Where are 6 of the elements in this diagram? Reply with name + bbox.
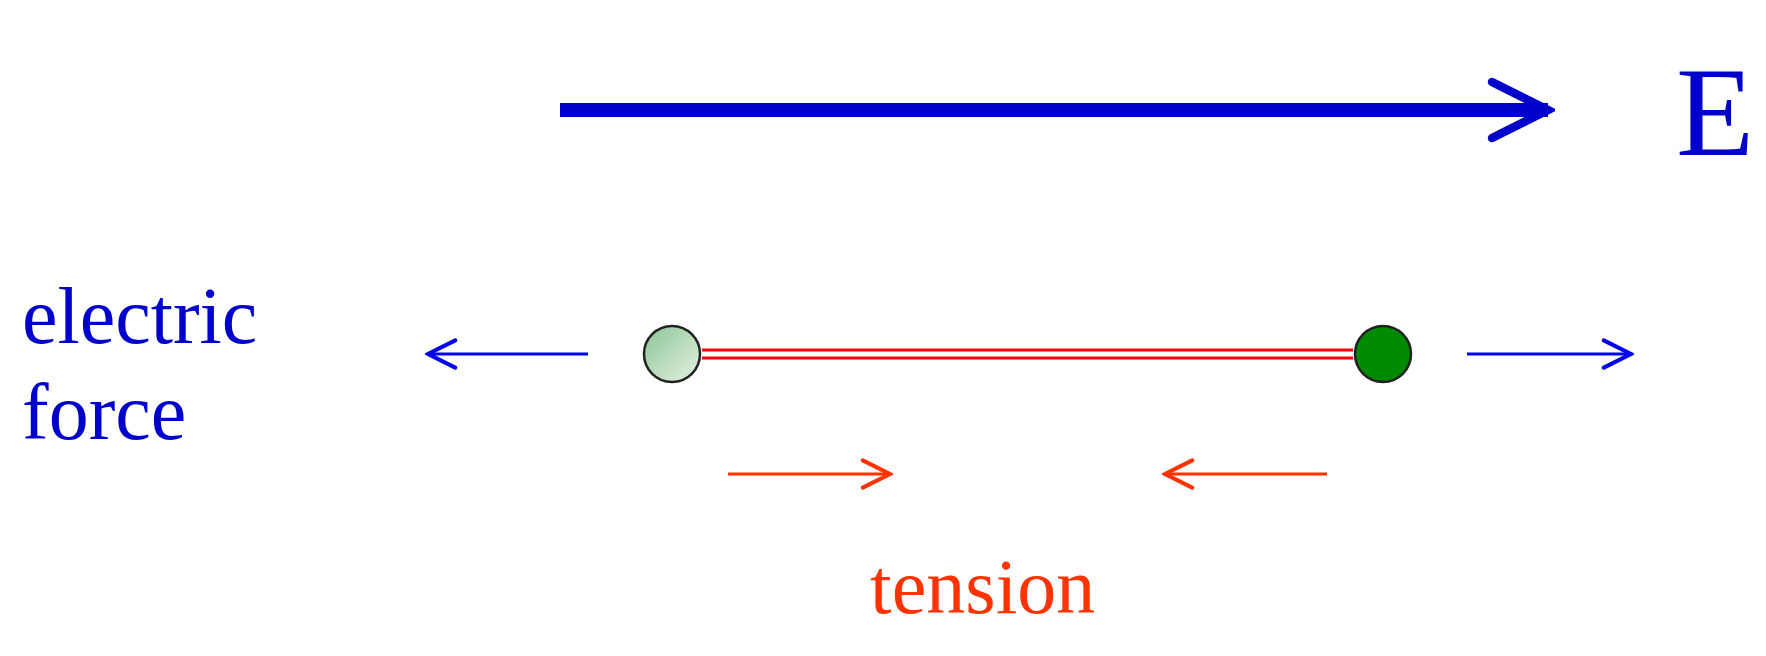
force-label: tension [870, 548, 1096, 626]
force-label: electric force [22, 271, 259, 458]
field-label: E [1676, 48, 1755, 176]
rod [700, 348, 1355, 360]
ball-circle [1353, 324, 1413, 384]
ball-circle [642, 324, 702, 384]
